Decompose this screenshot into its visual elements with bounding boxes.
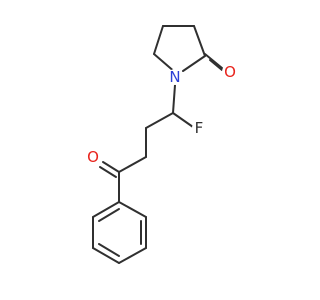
bond-cf-ch2a xyxy=(145,112,174,129)
fluorine-label-bg xyxy=(192,121,206,135)
side-chain xyxy=(99,84,194,203)
nitrogen-label: N xyxy=(169,68,180,86)
bond-cf-f xyxy=(172,112,194,128)
bond-c2-o-b xyxy=(209,59,223,71)
n-label-bg xyxy=(167,69,183,85)
atom-labels: N O F O xyxy=(85,63,238,166)
fluorine-label: F xyxy=(195,119,204,137)
aromatic-inner-3 xyxy=(98,208,120,222)
bond-c5-c4 xyxy=(153,25,164,55)
bond-n-cf xyxy=(172,84,176,114)
bond-c2-o-a xyxy=(204,53,223,69)
ketone-oxygen-label: O xyxy=(87,148,99,166)
ketone-oxygen-label-bg xyxy=(85,149,101,165)
pyrrolidinone-ring xyxy=(153,25,223,74)
bond-cco-o-a xyxy=(102,161,120,173)
phenyl-ring xyxy=(92,201,147,264)
bond-ph3-ph4 xyxy=(118,247,147,264)
bond-ph1-ph2 xyxy=(118,201,147,218)
bond-c2-n xyxy=(182,55,206,72)
bond-ph6-ph1 xyxy=(92,201,120,218)
lactam-oxygen-label: O xyxy=(224,63,236,81)
bond-cco-o-b xyxy=(99,166,117,178)
bond-ch2b-cco xyxy=(118,156,147,173)
bond-c3-c2 xyxy=(193,25,206,57)
lactam-oxygen-label-bg xyxy=(222,64,238,80)
molecule-structure: N O F O xyxy=(85,25,238,264)
bond-ph4-ph5 xyxy=(92,247,120,264)
aromatic-inner-2 xyxy=(98,243,120,257)
